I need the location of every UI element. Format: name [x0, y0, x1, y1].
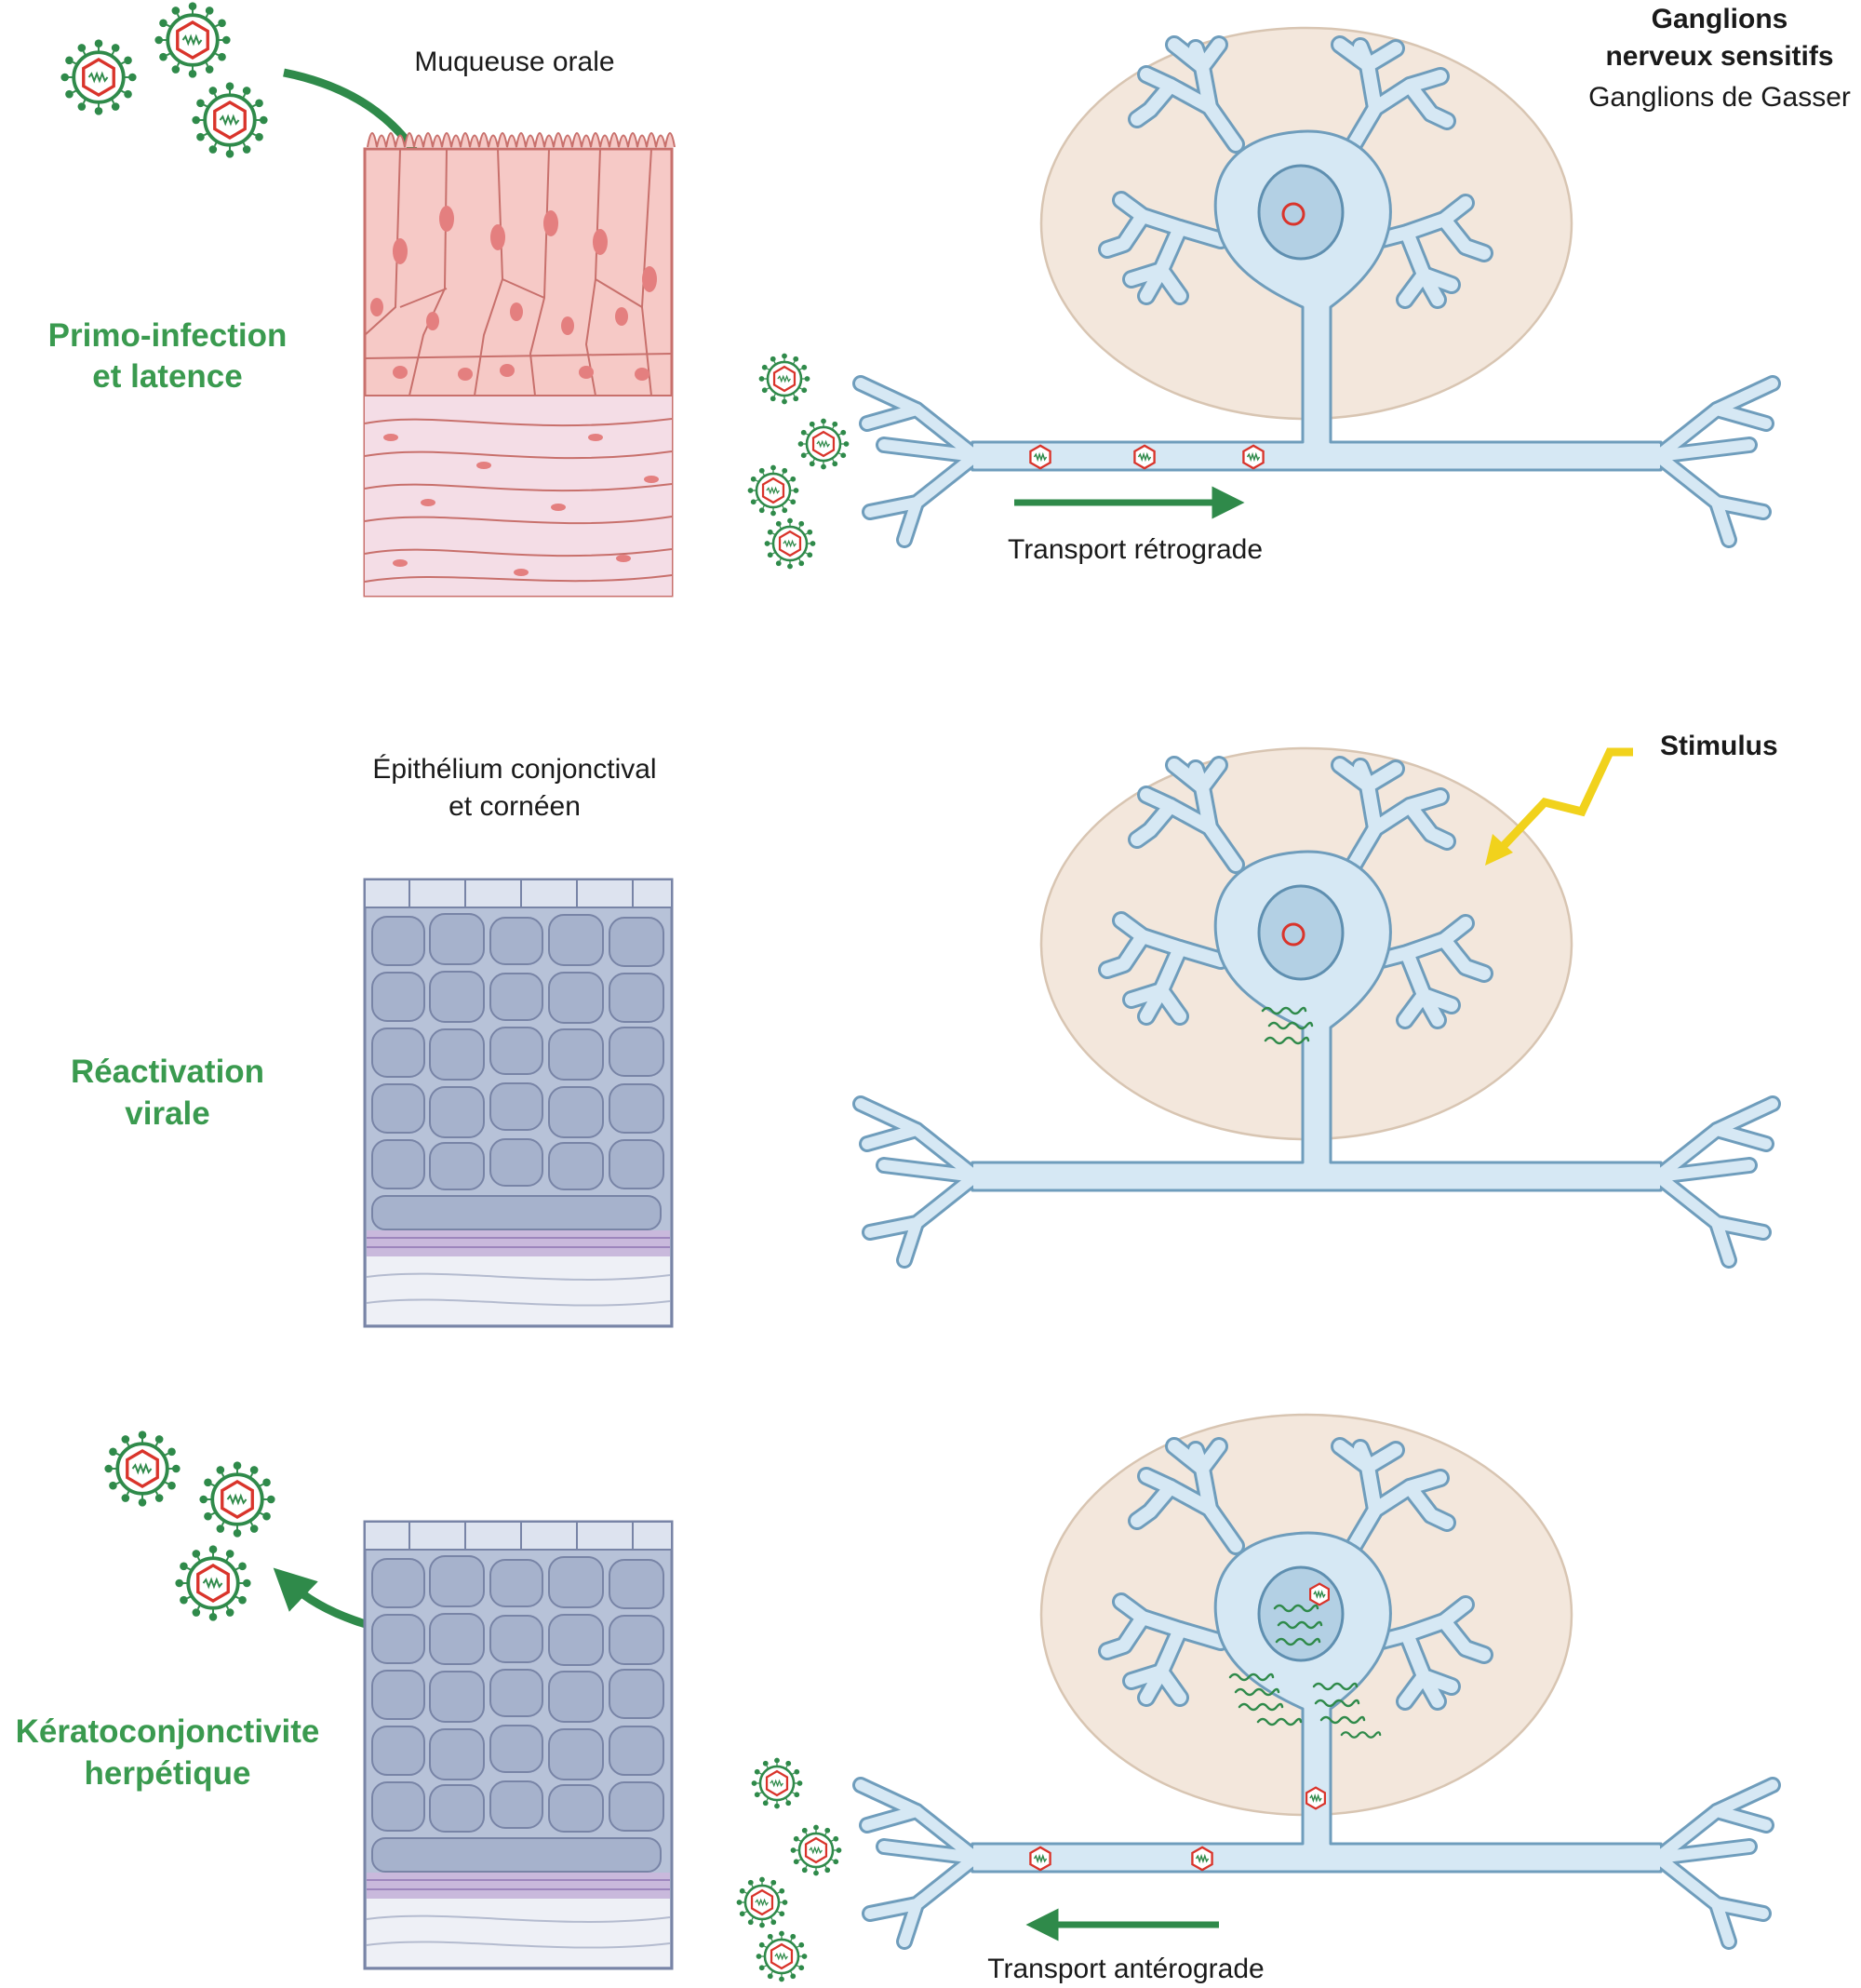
ganglion-title-line2: nerveux sensitifs [1605, 41, 1833, 72]
ganglion-title-line1: Ganglions [1652, 4, 1788, 34]
panel-primo-infection: Primo-infection et latence Muqueuse oral… [48, 0, 1851, 598]
stage-title-line2: et latence [92, 358, 242, 395]
virion-icon [1309, 1582, 1330, 1606]
neuron-cell [852, 1437, 1781, 1950]
virus-icon [197, 1459, 277, 1539]
stimulus-label: Stimulus [1660, 731, 1778, 761]
mucosa-tissue [363, 132, 676, 598]
virus-icon [755, 1929, 809, 1983]
virus-icon [190, 80, 270, 160]
virion-icon [1029, 444, 1051, 470]
latent-genome-icon [1281, 922, 1305, 947]
virus-icon [173, 1543, 253, 1623]
lightning-arrowhead [1485, 834, 1513, 866]
latent-genome-icon [1281, 202, 1305, 226]
virion-icon [1029, 1846, 1051, 1872]
virion-icon [1133, 444, 1156, 470]
transport-anterograde-label: Transport antérograde [987, 1954, 1264, 1984]
virus-icon [797, 417, 850, 471]
lightning-icon [1494, 747, 1633, 855]
virus-icon [59, 37, 139, 117]
virus-icon [757, 352, 811, 406]
virion-icon [1242, 444, 1265, 470]
transport-retrograde-label: Transport rétrograde [1008, 534, 1263, 565]
tissue-label-muqueuse: Muqueuse orale [414, 47, 614, 77]
virus-icon [750, 1756, 804, 1810]
conjunctival-tissue [363, 878, 674, 1328]
virus-icon [102, 1429, 182, 1509]
conjunctival-tissue [363, 1520, 674, 1970]
stage-title-line1: Kératoconjonctivite [16, 1713, 320, 1750]
panel-keratoconjonctivite: Kératoconjonctivite herpétique [16, 1413, 1781, 1984]
virus-icon [735, 1875, 789, 1929]
tissue-label-line2: et cornéen [449, 791, 581, 822]
virus-icon [789, 1823, 843, 1877]
stage-title-line1: Primo-infection [48, 317, 288, 354]
neuron-cell [852, 35, 1781, 548]
virion-icon [1305, 1786, 1326, 1810]
virus-icon [153, 0, 233, 80]
ganglion-subtitle: Ganglions de Gasser [1588, 82, 1851, 113]
neuron-cell [852, 756, 1781, 1269]
virus-icon [746, 463, 800, 517]
stage-title-line1: Réactivation [71, 1054, 264, 1090]
virion-icon [1191, 1846, 1213, 1872]
stage-title-line2: virale [125, 1095, 209, 1132]
panel-reactivation: Réactivation virale Épithélium conjoncti… [71, 731, 1781, 1328]
tissue-label-line1: Épithélium conjonctival [372, 754, 656, 785]
virus-icon [763, 517, 817, 571]
stage-title-line2: herpétique [85, 1755, 251, 1792]
